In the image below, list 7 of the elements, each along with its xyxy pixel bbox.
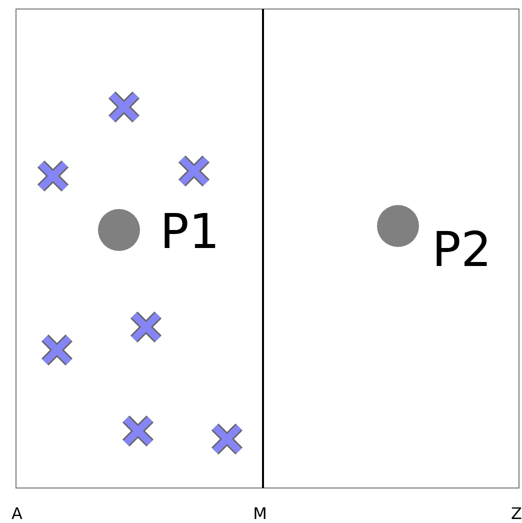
axis-label: A: [12, 506, 22, 522]
point-dot: [98, 209, 140, 251]
point-label: P1: [160, 208, 220, 256]
axis-label: Z: [511, 506, 522, 522]
point-dot: [377, 205, 419, 247]
point-label: P2: [432, 226, 492, 274]
axis-label: M: [253, 506, 267, 522]
